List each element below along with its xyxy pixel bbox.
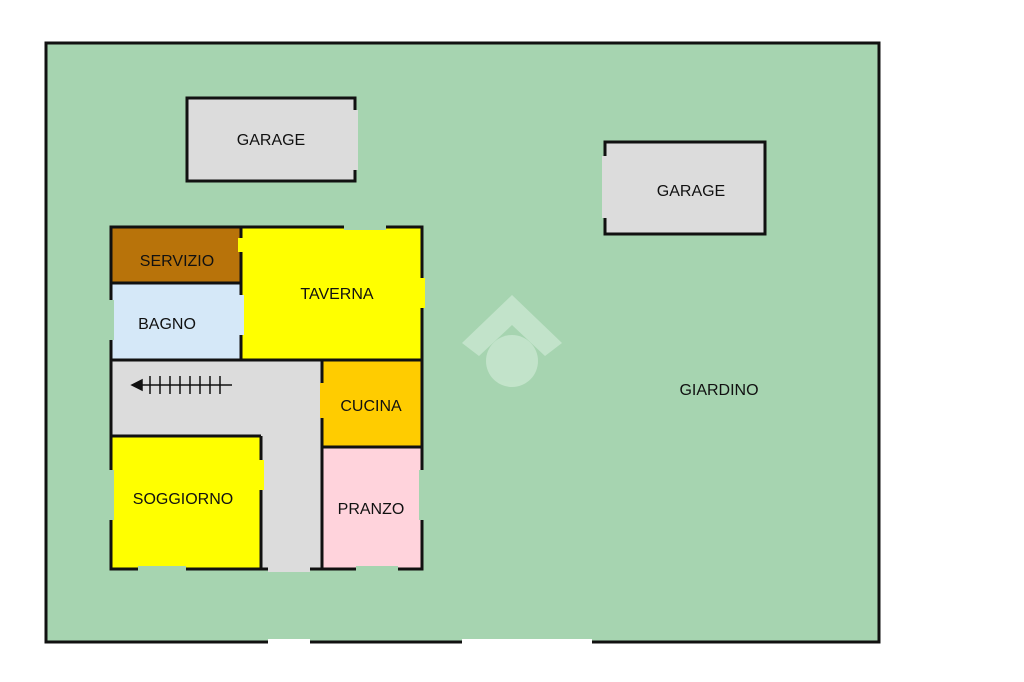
house: SERVIZIO TAVERNA BAGNO CUCINA SOGGIORNO … — [108, 224, 425, 572]
giardino-label: GIARDINO — [679, 382, 758, 399]
garden-opening-left — [268, 639, 310, 645]
garage-left: GARAGE — [185, 96, 358, 183]
garden-opening-right — [462, 639, 592, 645]
room-bagno — [111, 283, 241, 360]
garage-left-label: GARAGE — [237, 132, 305, 149]
room-servizio — [111, 227, 241, 283]
garage-right-label: GARAGE — [657, 183, 725, 200]
room-pranzo — [322, 447, 422, 569]
house-logo-icon — [462, 295, 562, 387]
garage-right: GARAGE — [602, 140, 767, 236]
garage-right-door — [602, 156, 608, 218]
openings — [108, 224, 425, 572]
taverna-label: TAVERNA — [300, 286, 374, 303]
servizio-label: SERVIZIO — [140, 253, 214, 270]
room-soggiorno — [111, 436, 261, 569]
room-cucina — [322, 360, 422, 447]
soggiorno-label: SOGGIORNO — [133, 491, 233, 508]
stairs-arrow-icon — [130, 376, 232, 394]
room-taverna — [241, 227, 422, 360]
cucina-label: CUCINA — [340, 398, 402, 415]
garage-left-door — [352, 110, 358, 170]
pranzo-label: PRANZO — [338, 501, 405, 518]
bagno-label: BAGNO — [138, 316, 196, 333]
